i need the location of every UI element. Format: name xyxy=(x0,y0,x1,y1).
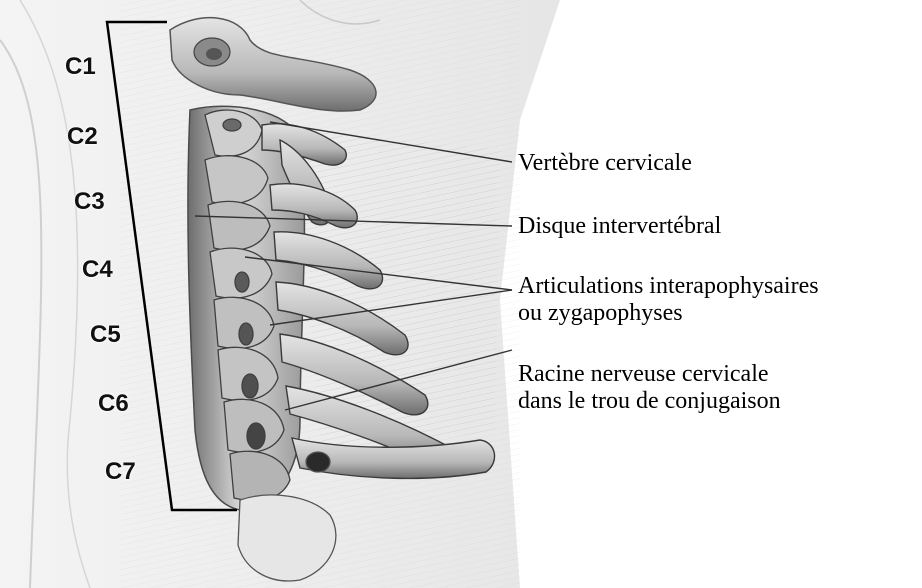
level-label-c3: C3 xyxy=(74,190,105,214)
annotation-disque-intervertebral: Disque intervertébral xyxy=(518,212,721,240)
level-label-c5: C5 xyxy=(90,323,121,347)
level-label-c1: C1 xyxy=(65,55,96,79)
annotation-vertebre-cervicale: Vertèbre cervicale xyxy=(518,149,692,177)
annotation-articulations-line1: Articulations interapophysaires xyxy=(518,272,819,300)
level-label-c2: C2 xyxy=(67,125,98,149)
level-label-c6: C6 xyxy=(98,392,129,416)
annotation-racine-line1: Racine nerveuse cervicale xyxy=(518,360,769,388)
level-label-c7: C7 xyxy=(105,460,136,484)
annotation-racine-line2: dans le trou de conjugaison xyxy=(518,387,781,415)
level-label-c4: C4 xyxy=(82,258,113,282)
annotation-articulations-line2: ou zygapophyses xyxy=(518,299,683,327)
